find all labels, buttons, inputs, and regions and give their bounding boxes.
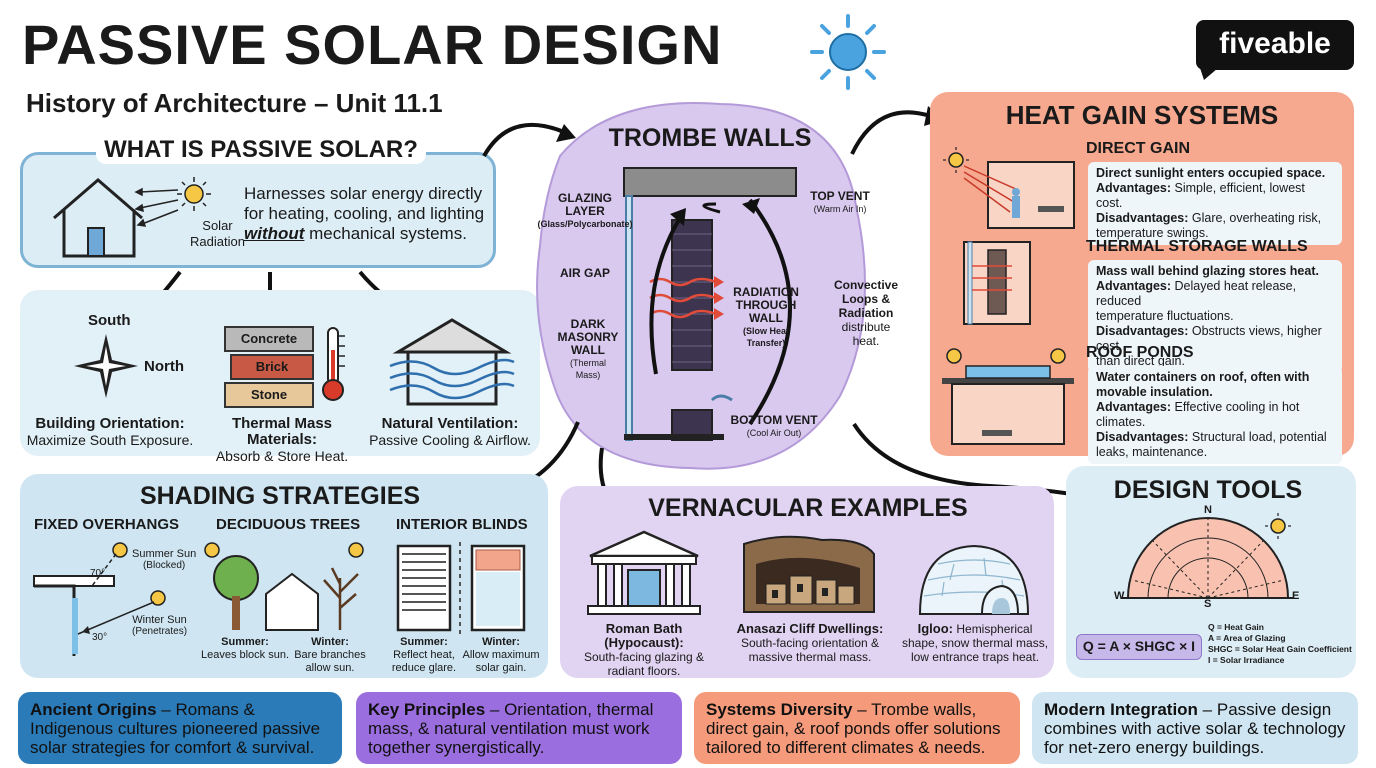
solar-radiation-label: Solar Radiation [190, 218, 245, 249]
roman-bath-caption: Roman Bath (Hypocaust): South-facing gla… [583, 621, 705, 679]
heat-gain-formula: Q = A × SHGC × I [1076, 634, 1202, 660]
design-sun-icon [1265, 513, 1291, 539]
direct-gain-desc: Direct sunlight enters occupied space. A… [1088, 162, 1342, 245]
radiation-label: RADIATION THROUGH WALL (Slow Heat Transf… [733, 285, 799, 349]
anasazi-caption: Anasazi Cliff Dwellings: South-facing or… [736, 621, 884, 665]
mass-concrete-block: Concrete [224, 326, 314, 352]
top-vent-label: TOP VENT (Warm Air In) [810, 189, 870, 215]
arrow-to-trombe [482, 122, 576, 157]
sun-icon [810, 14, 886, 90]
summer-sun-label: Summer Sun (Blocked) [132, 548, 197, 571]
ancient-origins-box: Ancient Origins – Romans & Indigenous cu… [18, 692, 342, 764]
roman-bath-icon [587, 530, 701, 615]
dark-masonry-label: DARK MASONRY WALL (Thermal Mass) [557, 317, 619, 381]
compass-n: N [1204, 504, 1212, 516]
trees-summer-caption: Summer: Leaves block sun. [200, 636, 290, 661]
fiveable-logo[interactable]: fiveable [1196, 20, 1354, 70]
igloo-icon [918, 544, 1030, 615]
fixed-overhangs-title: FIXED OVERHANGS [34, 516, 180, 533]
direct-gain-icon [943, 147, 1075, 229]
vernacular-title: VERNACULAR EXAMPLES [648, 494, 968, 522]
orientation-caption: Building Orientation: Maximize South Exp… [26, 415, 194, 449]
sun-path-diagram [1122, 517, 1294, 599]
page-subtitle: History of Architecture – Unit 11.1 [26, 88, 443, 118]
mass-stone-block: Stone [224, 382, 314, 408]
convective-label: Convective Loops & Radiation distribute … [833, 278, 899, 348]
what-is-title: WHAT IS PASSIVE SOLAR? [96, 136, 426, 164]
blinds-summer-caption: Summer: Reflect heat, reduce glare. [391, 636, 457, 674]
mass-brick-block: Brick [230, 354, 314, 380]
compass-icon [74, 334, 138, 398]
house-icon [53, 178, 143, 258]
logo-tail [1200, 68, 1218, 80]
roof-ponds-desc: Water containers on roof, often with mov… [1088, 366, 1342, 464]
small-sun-icon [177, 177, 211, 211]
modern-integration-box: Modern Integration – Passive design comb… [1032, 692, 1358, 764]
roof-pond-icon [942, 348, 1074, 445]
compass-w: W [1114, 590, 1125, 602]
blinds-diagram [396, 542, 526, 634]
shading-title: SHADING STRATEGIES [139, 482, 421, 510]
south-label: South [88, 312, 131, 329]
mass-caption: Thermal Mass Materials: Absorb & Store H… [215, 415, 349, 465]
what-is-description: Harnesses solar energy directly for heat… [244, 184, 485, 243]
design-tools-title: DESIGN TOOLS [1113, 476, 1303, 504]
formula-legend: Q = Heat Gain A = Area of Glazing SHGC =… [1208, 622, 1352, 665]
ventilation-house-icon [389, 318, 515, 406]
ventilation-caption: Natural Ventilation: Passive Cooling & A… [369, 415, 531, 449]
angle-30-label: 30° [92, 632, 108, 643]
radiation-arrows [134, 187, 179, 227]
trombe-title: TROMBE WALLS [608, 124, 812, 152]
air-gap-label: AIR GAP [560, 266, 611, 280]
systems-diversity-box: Systems Diversity – Trombe walls, direct… [694, 692, 1020, 764]
overhang-diagram [33, 542, 166, 656]
cliff-dwelling-icon [743, 535, 875, 613]
thermal-storage-title: THERMAL STORAGE WALLS [1086, 238, 1308, 255]
igloo-caption: Igloo: Hemispherical shape, snow thermal… [901, 621, 1049, 665]
compass-e: E [1292, 590, 1300, 602]
north-label: North [144, 358, 184, 375]
thermal-storage-desc: Mass wall behind glazing stores heat. Ad… [1088, 260, 1342, 373]
thermal-storage-icon [963, 241, 1031, 325]
winter-sun-label: Winter Sun (Penetrates) [132, 614, 188, 637]
compass-s: S [1204, 598, 1212, 610]
interior-blinds-title: INTERIOR BLINDS [396, 516, 528, 533]
key-principles-box: Key Principles – Orientation, thermal ma… [356, 692, 682, 764]
blinds-winter-caption: Winter: Allow maximum solar gain. [462, 636, 540, 674]
deciduous-trees-diagram [204, 542, 364, 631]
angle-70-label: 70° [90, 568, 106, 579]
trees-winter-caption: Winter: Bare branches allow sun. [294, 636, 366, 674]
deciduous-trees-title: DECIDUOUS TREES [216, 516, 361, 533]
heat-gain-title: HEAT GAIN SYSTEMS [1005, 100, 1279, 130]
page-title: PASSIVE SOLAR DESIGN [22, 13, 723, 76]
trombe-diagram [623, 167, 797, 441]
glazing-label: GLAZING LAYER (Glass/Polycarbonate) [537, 191, 633, 230]
thermometer-icon [322, 327, 345, 401]
bottom-vent-label: BOTTOM VENT (Cool Air Out) [730, 413, 818, 439]
roof-ponds-title: ROOF PONDS [1086, 344, 1194, 361]
direct-gain-title: DIRECT GAIN [1086, 140, 1190, 157]
